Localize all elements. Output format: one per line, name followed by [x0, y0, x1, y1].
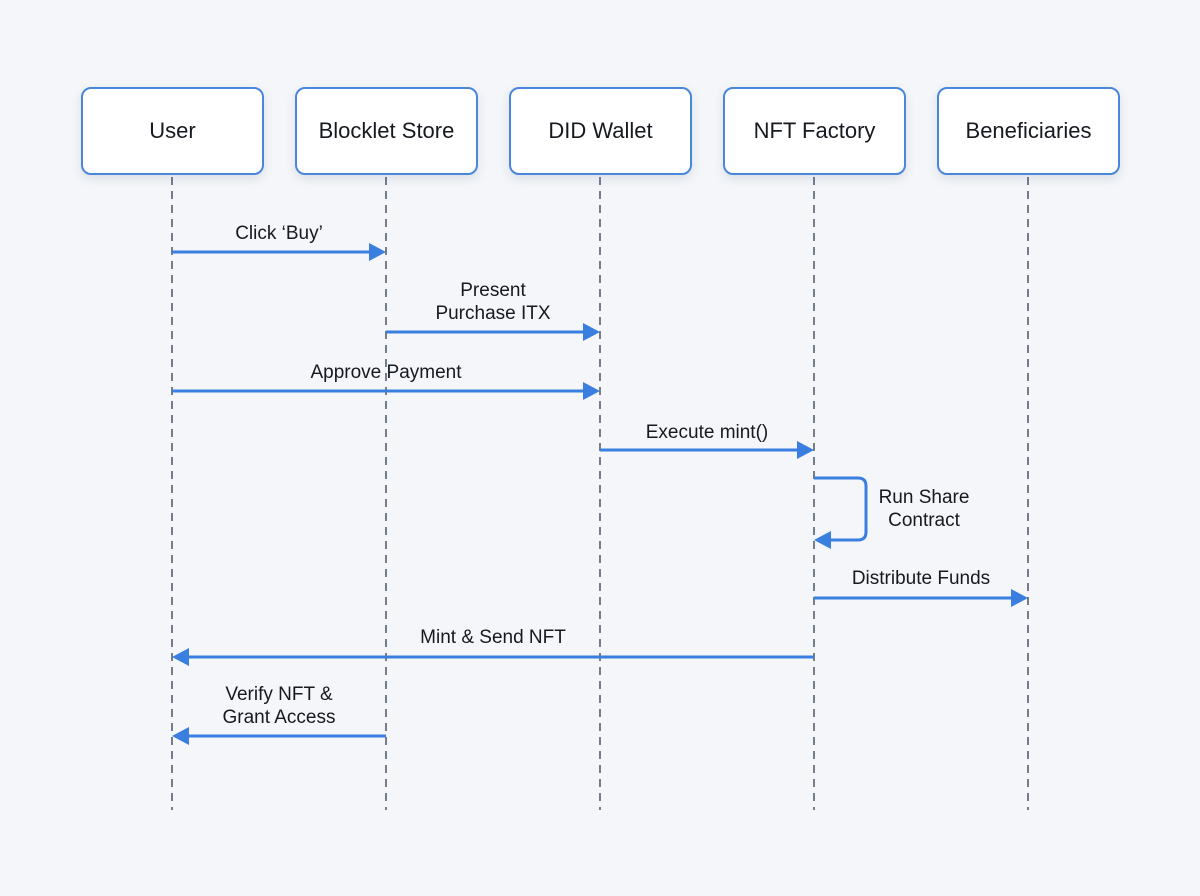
lifelines — [171, 177, 1029, 810]
arrowhead — [172, 648, 189, 666]
message-label-line: Grant Access — [222, 707, 336, 728]
actor-label: User — [149, 118, 196, 143]
arrowhead — [369, 243, 386, 261]
message-label: Verify NFT &Grant Access — [223, 683, 336, 729]
message-label: Mint & Send NFT — [420, 626, 566, 649]
arrowhead — [814, 531, 831, 549]
message-label-line: Execute mint() — [645, 422, 769, 443]
message-label: Approve Payment — [310, 361, 461, 384]
message-label: Click ‘Buy’ — [235, 222, 323, 245]
message-arrow — [172, 648, 814, 666]
message-label-line: Distribute Funds — [851, 568, 991, 589]
message-arrow — [172, 243, 386, 261]
actor-label: Beneficiaries — [965, 118, 1092, 143]
message-arrow — [172, 382, 600, 400]
message-label: Execute mint() — [646, 421, 768, 444]
arrowhead — [583, 382, 600, 400]
actor-label: NFT Factory — [753, 118, 876, 143]
message-label-line: Approve Payment — [310, 362, 462, 383]
actor-beneficiaries: Beneficiaries — [937, 87, 1120, 175]
message-label-line: Present — [460, 280, 526, 301]
arrowhead — [1011, 589, 1028, 607]
message-label-line: Run Share — [878, 487, 970, 508]
message-label-line: Contract — [888, 510, 960, 531]
actor-label: DID Wallet — [548, 118, 653, 143]
message-arrow — [386, 323, 600, 341]
message-label: Distribute Funds — [852, 567, 990, 590]
message-arrow — [600, 441, 814, 459]
actor-wallet: DID Wallet — [509, 87, 692, 175]
message-label-line: Click ‘Buy’ — [235, 223, 323, 244]
message-arrow — [814, 476, 868, 549]
arrowhead — [172, 727, 189, 745]
actor-store: Blocklet Store — [295, 87, 478, 175]
message-arrow — [172, 727, 386, 745]
message-label-line: Mint & Send NFT — [420, 627, 566, 648]
arrowhead — [797, 441, 814, 459]
message-label-line: Verify NFT & — [225, 684, 333, 705]
message-arrows — [172, 243, 1028, 745]
self-loop-line — [814, 476, 868, 542]
message-arrow — [814, 589, 1028, 607]
message-label-line: Purchase ITX — [435, 303, 551, 324]
arrowhead — [583, 323, 600, 341]
actor-factory: NFT Factory — [723, 87, 906, 175]
actor-label: Blocklet Store — [318, 118, 455, 143]
actor-user: User — [81, 87, 264, 175]
